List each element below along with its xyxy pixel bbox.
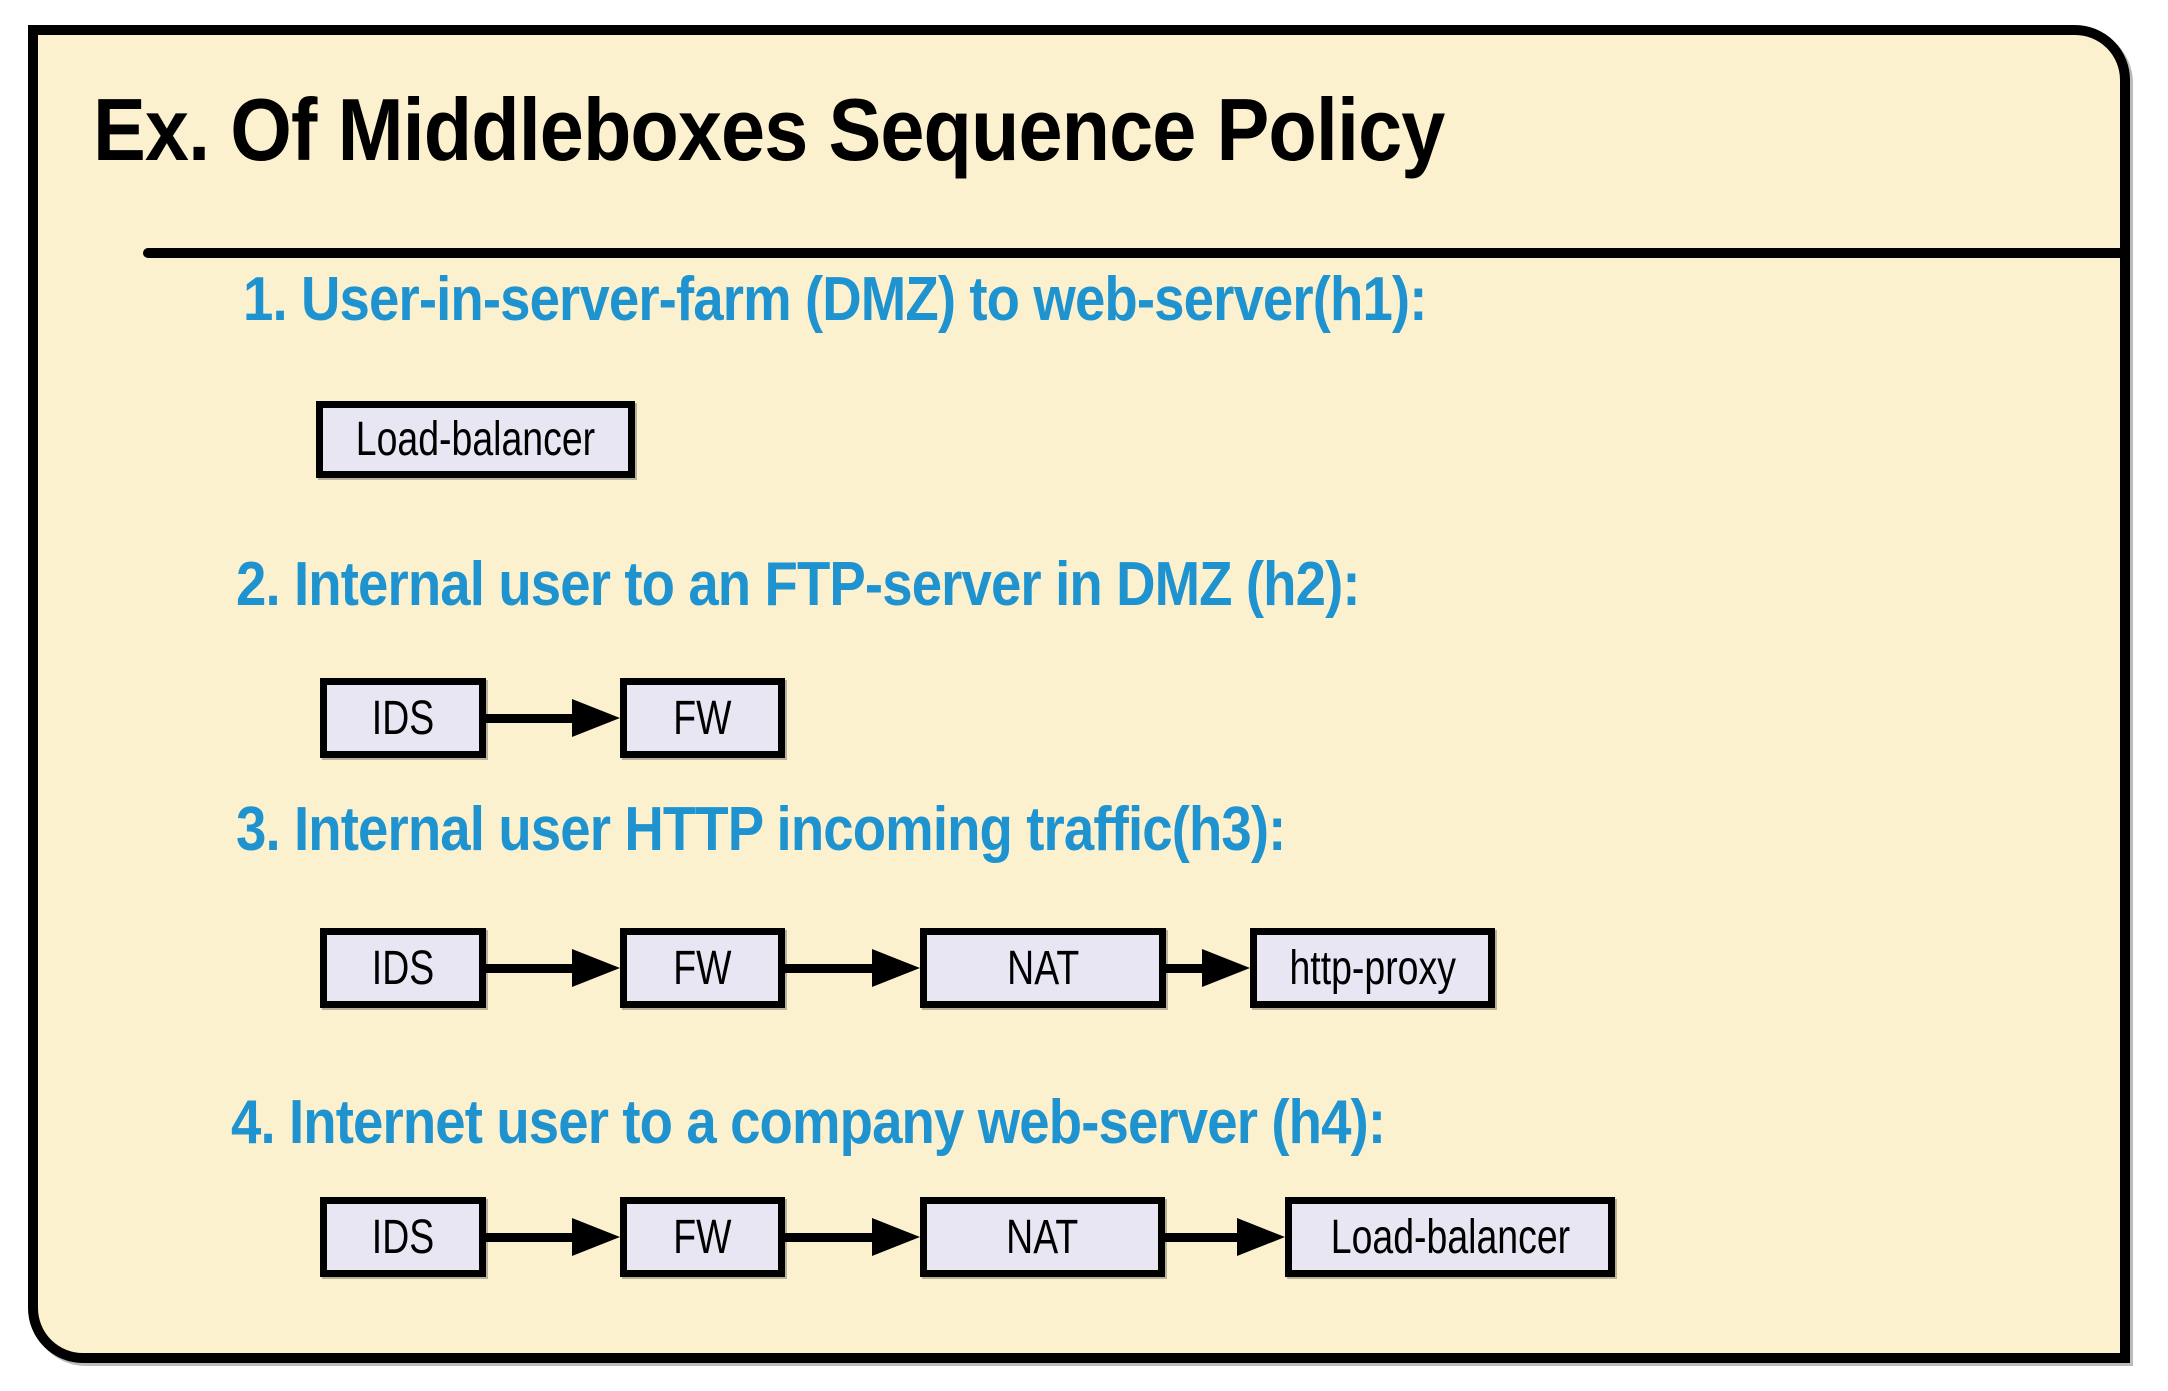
middlebox-http-proxy-3: http-proxy <box>1250 928 1495 1008</box>
middlebox-nat-4: NAT <box>920 1197 1165 1277</box>
arrow-head-icon <box>572 949 620 987</box>
policy-heading-2: 2. Internal user to an FTP-server in DMZ… <box>236 548 1513 622</box>
middlebox-label: FW <box>673 1210 732 1264</box>
arrow-head-icon <box>572 699 620 737</box>
middlebox-label: IDS <box>371 1210 435 1264</box>
slide-title-text: Ex. Of Middleboxes Sequence Policy <box>93 80 1445 179</box>
arrow-line <box>785 1233 874 1242</box>
middlebox-label: IDS <box>371 941 435 995</box>
arrow-line <box>486 964 574 973</box>
middlebox-label: Load-balancer <box>1330 1210 1570 1264</box>
policy-heading-4-text: 4. Internet user to a company web-server… <box>231 1088 1386 1157</box>
policy-heading-4: 4. Internet user to a company web-server… <box>231 1086 1543 1160</box>
arrow-line <box>486 714 574 723</box>
arrow-head-icon <box>1202 949 1250 987</box>
middlebox-nat-3: NAT <box>920 928 1166 1008</box>
arrow-head-icon <box>872 949 920 987</box>
middlebox-label: FW <box>673 941 732 995</box>
arrow-line <box>1165 1233 1239 1242</box>
policy-heading-1: 1. User-in-server-farm (DMZ) to web-serv… <box>243 263 1588 337</box>
arrow-head-icon <box>572 1218 620 1256</box>
middlebox-fw-4: FW <box>620 1197 785 1277</box>
middlebox-load-balancer-1: Load-balancer <box>316 401 635 478</box>
policy-heading-2-text: 2. Internal user to an FTP-server in DMZ… <box>236 550 1361 619</box>
middlebox-ids-2: IDS <box>320 678 486 758</box>
middlebox-fw-3: FW <box>620 928 785 1008</box>
slide-title: Ex. Of Middleboxes Sequence Policy <box>93 77 1595 183</box>
middlebox-ids-3: IDS <box>320 928 486 1008</box>
arrow-head-icon <box>1237 1218 1285 1256</box>
arrow-line <box>1166 964 1206 973</box>
arrow-line <box>785 964 874 973</box>
middlebox-label: IDS <box>371 691 435 745</box>
middlebox-label: NAT <box>1006 941 1080 995</box>
middlebox-fw-2: FW <box>620 678 785 758</box>
title-divider-line <box>143 248 2125 258</box>
policy-heading-3: 3. Internal user HTTP incoming traffic(h… <box>236 793 1429 867</box>
middlebox-label: Load-balancer <box>355 413 596 466</box>
policy-heading-3-text: 3. Internal user HTTP incoming traffic(h… <box>236 795 1286 864</box>
middlebox-label: http-proxy <box>1289 941 1456 995</box>
middlebox-label: FW <box>673 691 732 745</box>
slide-panel: Ex. Of Middleboxes Sequence Policy 1. Us… <box>28 25 2130 1363</box>
middlebox-ids-4: IDS <box>320 1197 486 1277</box>
policy-heading-1-text: 1. User-in-server-farm (DMZ) to web-serv… <box>243 265 1427 334</box>
middlebox-load-balancer-4: Load-balancer <box>1285 1197 1615 1277</box>
arrow-line <box>486 1233 574 1242</box>
middlebox-label: NAT <box>1006 1210 1079 1264</box>
arrow-head-icon <box>872 1218 920 1256</box>
